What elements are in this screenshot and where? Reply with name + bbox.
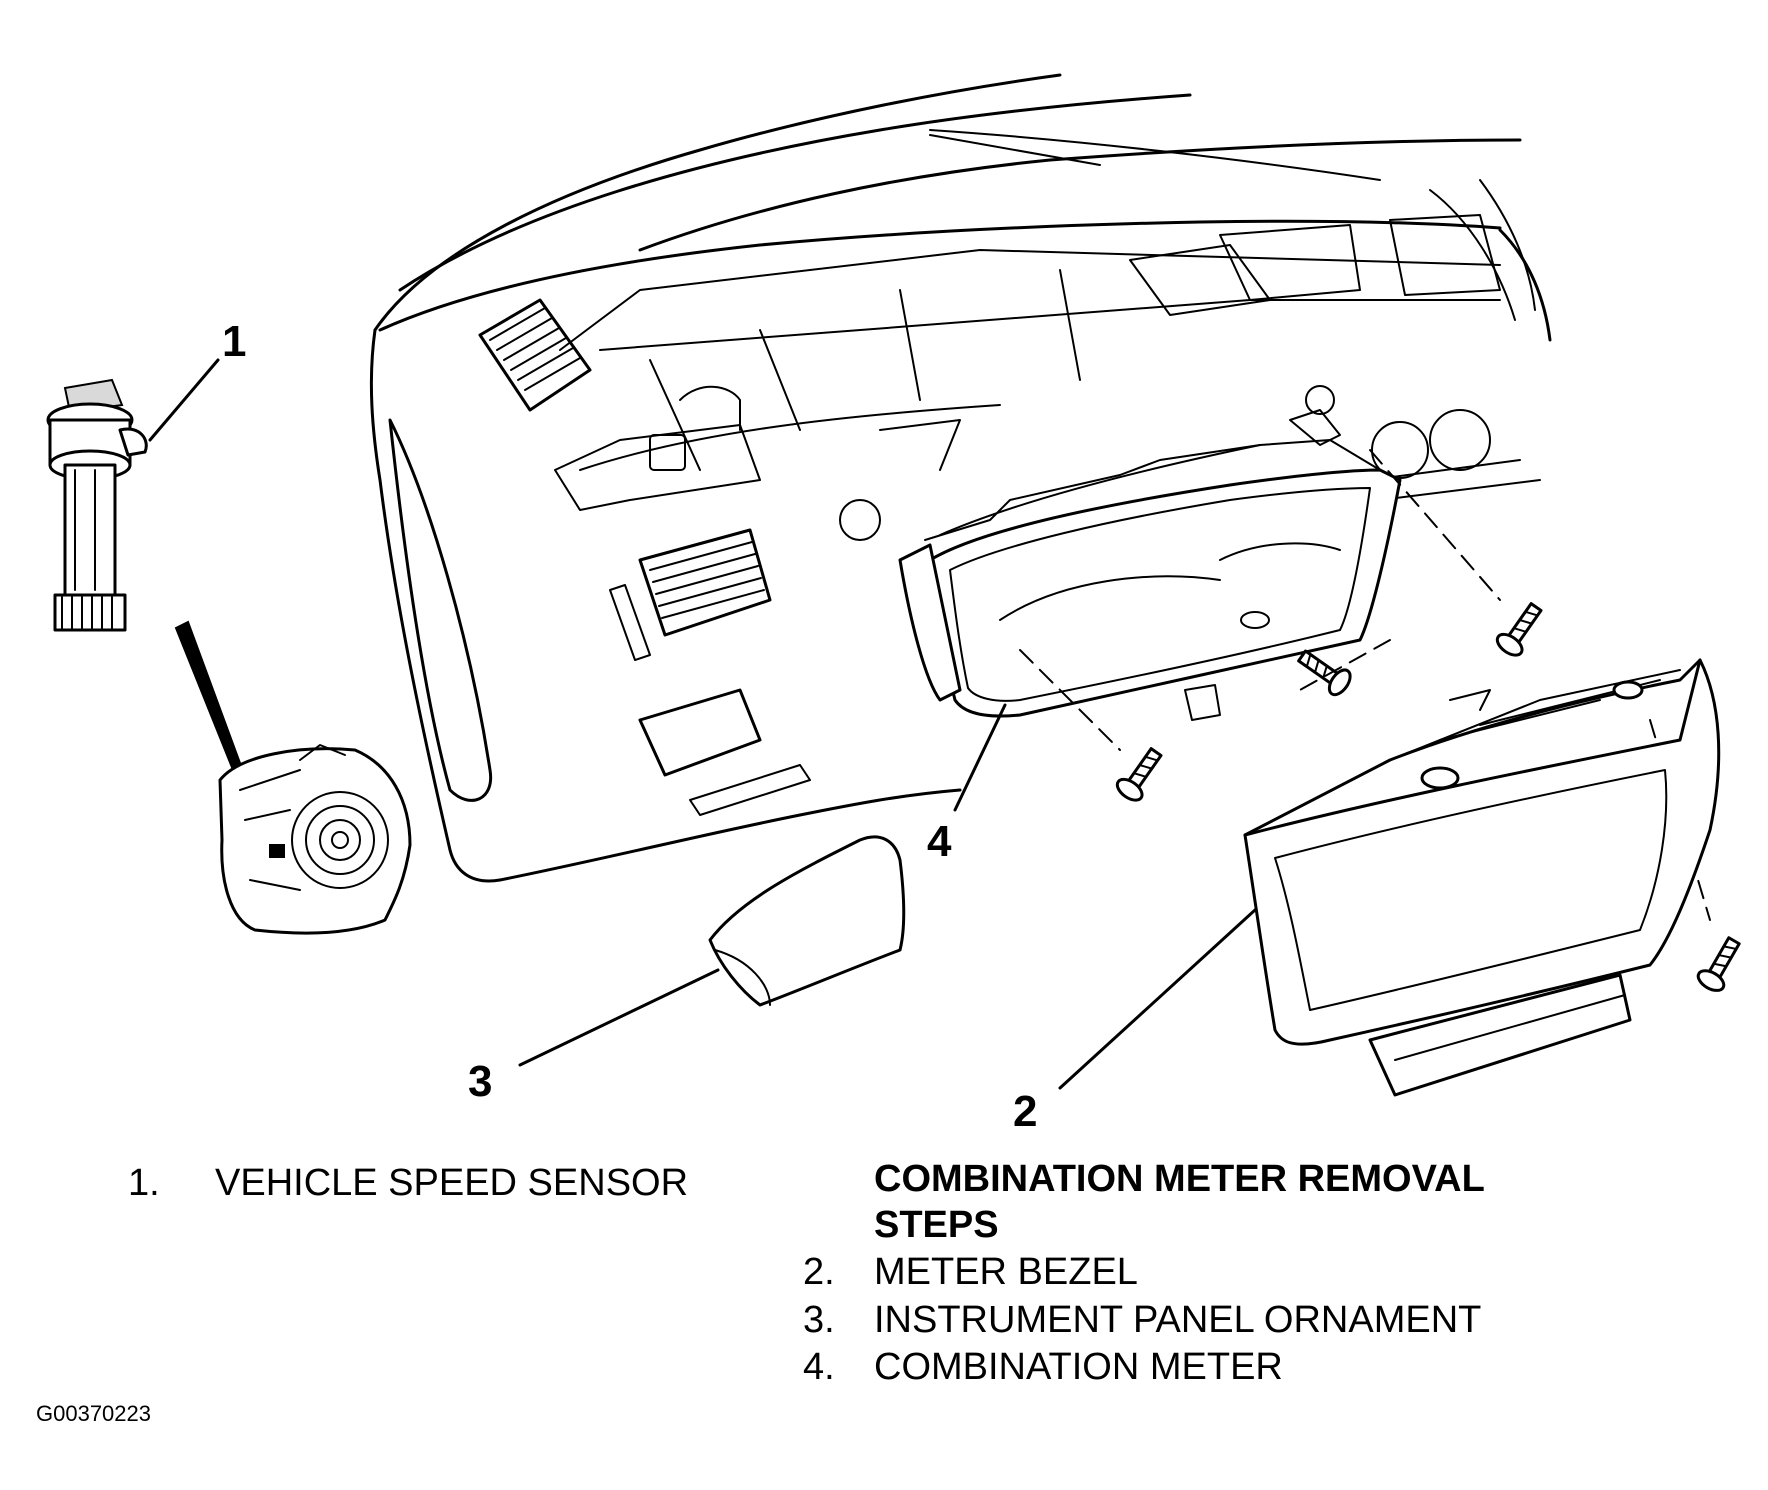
legend-item-1-text: VEHICLE SPEED SENSOR	[215, 1162, 689, 1204]
callout-4: 4	[927, 817, 952, 866]
combination-meter-drawing	[898, 409, 1402, 721]
dashboard-panel	[369, 73, 1552, 883]
callout-2: 2	[1013, 1087, 1038, 1136]
callout-leaders	[148, 358, 1257, 1090]
step-2-text: METER BEZEL	[874, 1251, 1138, 1293]
transmission-case-drawing	[218, 744, 412, 935]
callout-1: 1	[222, 317, 247, 366]
screw-icon	[1297, 649, 1352, 697]
instrument-panel-ornament-drawing	[708, 835, 906, 1007]
callout-3: 3	[468, 1057, 493, 1106]
meter-bezel-drawing	[1243, 658, 1721, 1097]
removal-steps-heading-line-2: STEPS	[874, 1204, 999, 1246]
figure-code: G00370223	[36, 1401, 151, 1426]
step-3-text: INSTRUMENT PANEL ORNAMENT	[874, 1299, 1482, 1341]
screw-icon	[1696, 936, 1741, 992]
step-3-number: 3.	[803, 1299, 835, 1341]
screw-icon	[1495, 602, 1543, 657]
step-4-text: COMBINATION METER	[874, 1346, 1283, 1388]
step-4-number: 4.	[803, 1346, 835, 1388]
screw-icon	[1115, 747, 1163, 802]
step-2-number: 2.	[803, 1251, 835, 1293]
legend-item-1-number: 1.	[128, 1162, 160, 1204]
removal-steps-heading-line-1: COMBINATION METER REMOVAL	[874, 1158, 1485, 1200]
